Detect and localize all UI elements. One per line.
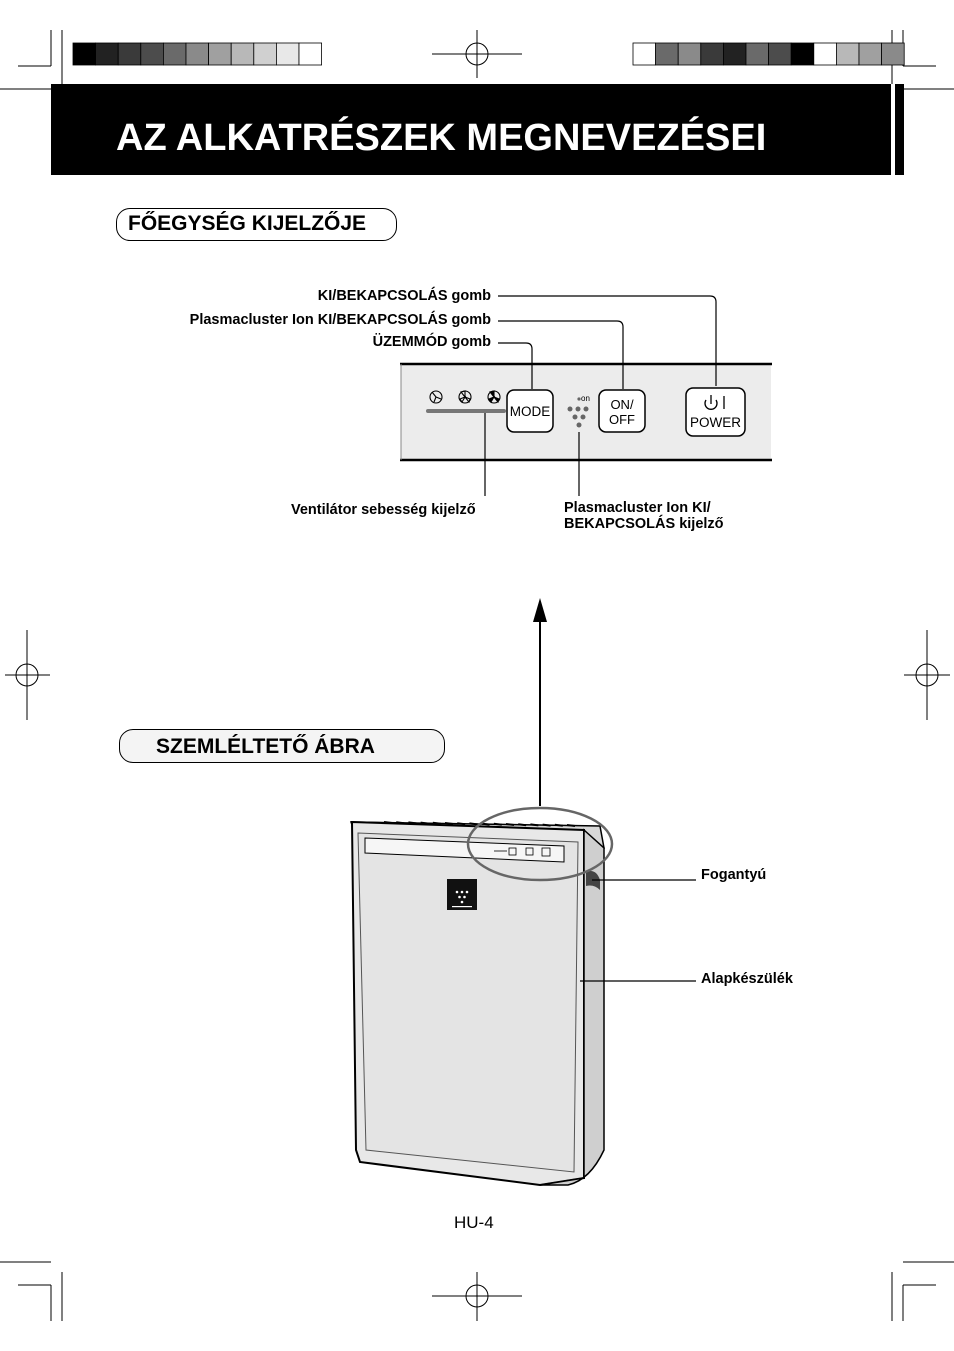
- onoff-button-label: ON/ OFF: [599, 397, 645, 427]
- callout-fan-speed: Ventilátor sebesség kijelző: [291, 502, 476, 518]
- fan-high-icon: [487, 390, 501, 404]
- page-title: AZ ALKATRÉSZEK MEGNEVEZÉSEI: [116, 117, 767, 159]
- onoff-button-shape: [598, 389, 646, 433]
- vent-slit: [469, 822, 478, 826]
- callout-plasmacluster-button: Plasmacluster Ion KI/BEKAPCSOLÁS gomb: [189, 312, 491, 328]
- color-swatch: [632, 42, 657, 66]
- color-swatch: [162, 42, 187, 66]
- ion-label: on: [581, 394, 590, 403]
- vent-slit: [457, 822, 466, 826]
- plasmacluster-indicator-icon: [567, 397, 589, 428]
- color-swatch: [140, 42, 164, 66]
- vent-slit: [566, 824, 576, 827]
- fan-speed-icons: [429, 390, 501, 404]
- color-swatch: [881, 42, 905, 66]
- color-swatch: [813, 42, 837, 66]
- plasmacluster-indicator-line2: BEKAPCSOLÁS kijelző: [564, 516, 724, 532]
- onoff-line1: ON/: [610, 397, 634, 412]
- vent-slit: [518, 823, 527, 827]
- color-swatch: [858, 42, 883, 66]
- callout-power-button: KI/BEKAPCSOLÁS gomb: [317, 288, 491, 304]
- plasmacluster-indicator-line1: Plasmacluster Ion KI/: [564, 500, 711, 516]
- color-swatch: [208, 42, 232, 66]
- fan-medium-icon: [458, 390, 472, 404]
- page-number: HU-4: [454, 1213, 494, 1232]
- callout-mode-button: ÜZEMMÓD gomb: [372, 334, 491, 350]
- color-swatch: [700, 42, 724, 66]
- vent-slit: [542, 823, 551, 827]
- color-strip-right: [632, 42, 905, 66]
- callout-main-unit: Alapkészülék: [701, 971, 793, 987]
- section-heading-illustration: SZEMLÉLTETŐ ÁBRA: [119, 729, 445, 763]
- vent-slit: [493, 822, 502, 826]
- color-swatch: [72, 42, 97, 66]
- highlight-ellipse: [466, 806, 614, 882]
- color-swatch: [836, 42, 860, 66]
- edge-tab: [895, 84, 904, 175]
- registration-targets: [5, 30, 950, 1321]
- top-vents: [383, 821, 576, 827]
- vent-slit: [530, 823, 539, 827]
- color-swatch: [275, 42, 300, 66]
- color-swatch: [95, 42, 119, 66]
- onoff-line2: OFF: [609, 412, 635, 427]
- mode-button-shape: [506, 389, 554, 433]
- vent-slit: [396, 821, 405, 825]
- fan-low-icon: [429, 390, 443, 404]
- vent-slit: [383, 821, 393, 824]
- color-swatch: [790, 42, 815, 66]
- color-strip-left: [72, 42, 323, 66]
- color-swatch: [117, 42, 142, 66]
- vent-slit: [444, 822, 454, 825]
- section-heading-display: FŐEGYSÉG KIJELZŐJE: [116, 208, 397, 241]
- power-icon: [704, 395, 725, 410]
- power-button-label: POWER: [689, 415, 741, 430]
- color-swatch: [677, 42, 702, 66]
- vent-slit: [505, 823, 515, 826]
- color-swatch: [230, 42, 255, 66]
- vent-slit: [408, 821, 417, 825]
- vent-slit: [432, 821, 441, 825]
- color-swatch: [298, 42, 323, 66]
- callout-plasmacluster-indicator: Plasmacluster Ion KI/ BEKAPCSOLÁS kijelz…: [564, 500, 724, 532]
- color-swatch: [745, 42, 770, 66]
- vent-slit: [420, 821, 429, 825]
- color-swatch: [723, 42, 747, 66]
- callout-leaders: [484, 295, 717, 496]
- vent-slit: [481, 822, 490, 826]
- color-swatch: [253, 42, 277, 66]
- zoom-arrow: [533, 598, 547, 806]
- callout-handle: Fogantyú: [701, 867, 767, 883]
- vent-slit: [554, 823, 563, 827]
- title-bar: AZ ALKATRÉSZEK MEGNEVEZÉSEI: [51, 84, 891, 175]
- mode-button-label: MODE: [509, 404, 551, 419]
- air-purifier-illustration: [349, 806, 696, 1187]
- color-swatch: [185, 42, 210, 66]
- color-swatch: [768, 42, 792, 66]
- power-button-shape: [685, 387, 746, 437]
- color-swatch: [655, 42, 679, 66]
